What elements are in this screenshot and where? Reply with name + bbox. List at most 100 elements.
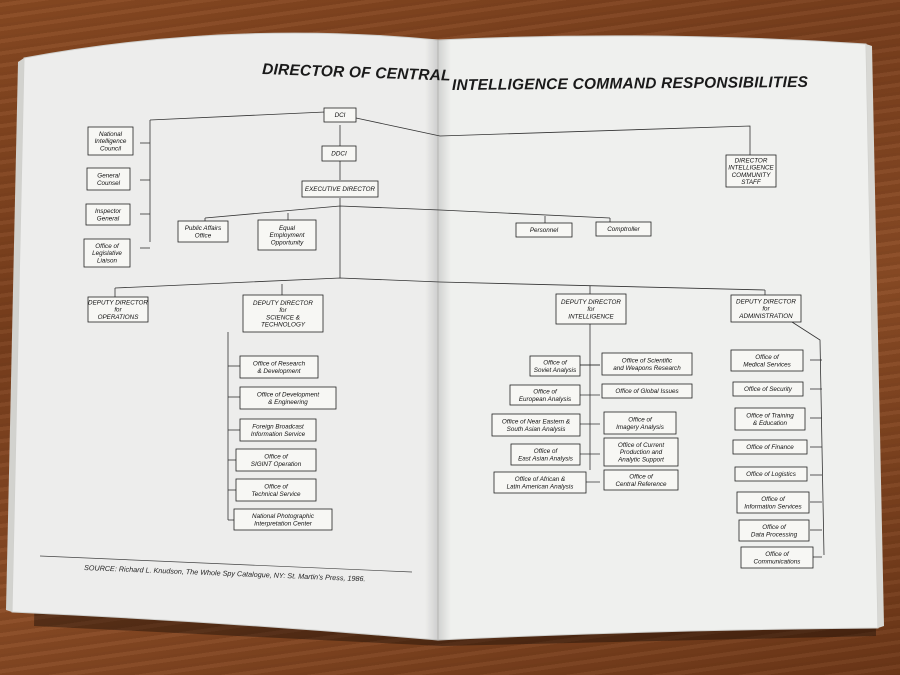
deputy-director-box-label-line: for [587, 306, 595, 313]
science-technology-office-box-label-line: Interpretation Center [254, 520, 313, 527]
dci-staff-box-label-line: Office of [95, 243, 120, 250]
administration-office-box-label-line: Office of Logistics [746, 471, 797, 478]
intelligence-office-box-label-line: Office of [628, 417, 653, 424]
title-right: INTELLIGENCE COMMAND RESPONSIBILITIES [452, 74, 809, 94]
science-technology-office-box-label-line: Office of [264, 454, 289, 461]
executive-staff-box-label-line: Office [195, 232, 212, 239]
deputy-director-box-label-line: DEPUTY DIRECTOR [88, 300, 148, 307]
intelligence-office-box-label-line: Office of Current [618, 442, 664, 449]
executive-staff-box-label-line: Opportunity [271, 239, 304, 246]
administration-office-box-label-line: Office of [755, 354, 780, 361]
executive-director-box-label-line: EXECUTIVE DIRECTOR [305, 186, 376, 193]
deputy-director-box-label-line: SCIENCE & [266, 314, 300, 321]
connector-line [114, 277, 766, 291]
connector-line [149, 111, 326, 121]
deputy-director-box-label-line: for [279, 307, 287, 314]
science-technology-office-box-label-line: National Photographic [252, 513, 315, 520]
dci-staff-box-label-line: Inspector [95, 208, 122, 215]
dci-staff-box-label-line: General [97, 173, 120, 180]
administration-office-box-label-line: Office of [762, 524, 787, 531]
administration-office-box-label-line: Communications [754, 558, 802, 565]
science-technology-office-box-label-line: Office of Research [253, 361, 306, 368]
administration-office-box-label-line: Office of [761, 496, 786, 503]
executive-staff-box-label-line: Equal [279, 225, 296, 232]
dci-staff-box-label-line: Counsel [97, 180, 121, 187]
administration-office-box-label-line: Information Services [744, 503, 802, 510]
intelligence-office-box-label-line: Soviet Analysis [534, 367, 577, 374]
administration-office-box-label-line: Office of Training [746, 413, 794, 420]
administration-office-box-label-line: & Education [753, 420, 787, 427]
deputy-director-box-label-line: INTELLIGENCE [568, 313, 614, 320]
executive-staff-box-label-line: Comptroller [607, 226, 640, 233]
ddci-box-label-line: DDCI [331, 151, 347, 158]
executive-director-box: EXECUTIVE DIRECTOR [301, 180, 379, 198]
connector-line [791, 321, 825, 556]
ddci-box: DDCI [321, 145, 357, 162]
administration-office-box-label-line: Office of Finance [746, 444, 794, 451]
executive-staff-box: Comptroller [595, 221, 652, 237]
science-technology-office-box-label-line: Foreign Broadcast [252, 424, 304, 431]
title-left: DIRECTOR OF CENTRAL [262, 61, 451, 85]
connector-line [355, 117, 751, 156]
deputy-director-box-label-line: for [114, 307, 122, 314]
intelligence-office-box-label-line: Analytic Support [617, 456, 664, 463]
administration-office-box: Office of Training& Education [734, 407, 806, 431]
administration-office-box-label-line: Data Processing [751, 531, 798, 538]
science-technology-office-box: Office of Development& Engineering [239, 386, 337, 410]
deputy-director-box-label-line: OPERATIONS [98, 314, 140, 321]
intelligence-office-box-label-line: European Analysis [519, 396, 572, 403]
director-ic-staff-box-label-line: INTELLIGENCE [728, 165, 774, 172]
intelligence-office-box: Office of African &Latin American Analys… [493, 471, 587, 494]
intelligence-office-box-label-line: Imagery Analysis [616, 424, 665, 431]
intelligence-office-box-label-line: Office of Near Eastern & [502, 419, 570, 426]
dci-staff-box-label-line: Liaison [97, 257, 117, 264]
deputy-director-box-label-line: TECHNOLOGY [261, 322, 306, 329]
executive-staff-box: Personnel [515, 222, 573, 238]
intelligence-office-box-label-line: Office of Global Issues [615, 388, 679, 395]
intelligence-office-box-label-line: Office of [629, 474, 654, 481]
director-ic-staff-box-label-line: DIRECTOR [735, 157, 768, 164]
dci-staff-box-label-line: Legislative [92, 250, 122, 257]
science-technology-office-box: Office of Research& Development [239, 355, 319, 379]
dci-staff-box-label-line: Intelligence [95, 138, 127, 145]
deputy-director-box-label-line: ADMINISTRATION [738, 313, 793, 320]
dci-box: DCI [323, 107, 357, 123]
intelligence-office-box-label-line: Office of [534, 448, 559, 455]
intelligence-office-box-label-line: Production and [620, 449, 663, 456]
science-technology-office-box-label-line: Information Service [251, 431, 306, 438]
science-technology-office-box-label-line: SIGINT Operation [251, 461, 302, 468]
deputy-director-box-label-line: DEPUTY DIRECTOR [253, 300, 313, 307]
administration-office-box-label-line: Office of [765, 551, 790, 558]
science-technology-office-box-label-line: Office of Development [257, 392, 320, 399]
executive-staff-box-label-line: Public Affairs [185, 225, 222, 232]
intelligence-office-box-label-line: South Asian Analysis [507, 426, 567, 433]
dci-staff-box-label-line: Council [100, 145, 122, 152]
left-page [11, 32, 439, 641]
intelligence-office-box: Office of Global Issues [601, 383, 693, 399]
dci-staff-box-label-line: National [99, 131, 123, 138]
administration-office-box: Office of Security [732, 381, 804, 397]
intelligence-office-box-label-line: Office of [533, 389, 558, 396]
intelligence-office-box-label-line: and Weapons Research [613, 365, 681, 372]
deputy-director-box-label-line: for [762, 306, 770, 313]
administration-office-box-label-line: Office of Security [744, 386, 793, 393]
dci-staff-box-label-line: General [97, 215, 120, 222]
